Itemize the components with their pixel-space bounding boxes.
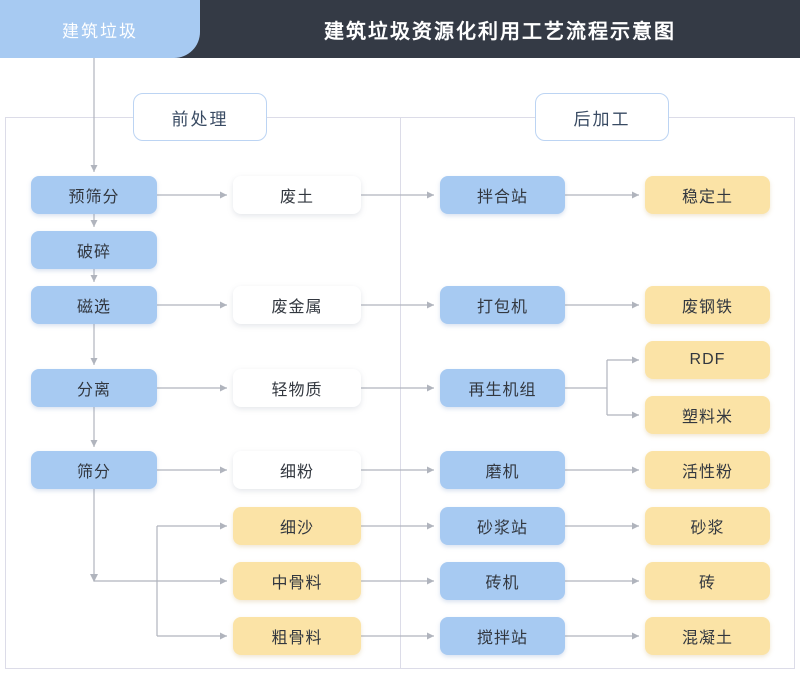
node-batching-plant[interactable]: 搅拌站: [440, 617, 565, 655]
node-label: 粗骨料: [271, 630, 323, 647]
node-label: 再生机组: [468, 382, 537, 399]
node-waste-soil[interactable]: 废土: [233, 176, 361, 214]
node-label: 中骨料: [271, 575, 323, 592]
node-label: 破碎: [76, 244, 111, 261]
header-tab-label: 建筑垃圾: [62, 21, 138, 41]
node-baler[interactable]: 打包机: [440, 286, 565, 324]
node-magnetic-separation[interactable]: 磁选: [31, 286, 157, 324]
node-label: 预筛分: [68, 189, 120, 206]
node-active-powder[interactable]: 活性粉: [645, 451, 770, 489]
page-title-text: 建筑垃圾资源化利用工艺流程示意图: [324, 20, 676, 43]
node-crush[interactable]: 破碎: [31, 231, 157, 269]
node-label: 磁选: [76, 299, 111, 316]
node-label: 筛分: [76, 464, 111, 481]
node-label: 细粉: [279, 464, 314, 481]
node-label: 塑料米: [681, 409, 733, 426]
section-label-postprocessing: 后加工: [535, 93, 669, 141]
node-medium-aggregate[interactable]: 中骨料: [233, 562, 361, 600]
node-waste-metal[interactable]: 废金属: [233, 286, 361, 324]
section-label-pretreatment-text: 前处理: [171, 109, 229, 129]
node-label: 打包机: [476, 299, 528, 316]
header-tab-construction-waste[interactable]: 建筑垃圾: [0, 0, 200, 58]
page-title: 建筑垃圾资源化利用工艺流程示意图: [200, 0, 800, 58]
section-label-pretreatment: 前处理: [133, 93, 267, 141]
node-label: 分离: [76, 382, 111, 399]
node-pre-screen[interactable]: 预筛分: [31, 176, 157, 214]
node-brick[interactable]: 砖: [645, 562, 770, 600]
section-label-postprocessing-text: 后加工: [573, 109, 631, 129]
node-label: 轻物质: [271, 382, 323, 399]
node-light-matter[interactable]: 轻物质: [233, 369, 361, 407]
node-fine-powder[interactable]: 细粉: [233, 451, 361, 489]
node-stabilized-soil[interactable]: 稳定土: [645, 176, 770, 214]
node-scrap-steel[interactable]: 废钢铁: [645, 286, 770, 324]
node-concrete[interactable]: 混凝土: [645, 617, 770, 655]
node-label: 活性粉: [681, 464, 733, 481]
node-label: RDF: [689, 351, 726, 368]
node-coarse-aggregate[interactable]: 粗骨料: [233, 617, 361, 655]
node-brick-machine[interactable]: 砖机: [440, 562, 565, 600]
node-label: 废土: [279, 189, 314, 206]
node-label: 废金属: [271, 299, 323, 316]
section-divider: [400, 117, 401, 669]
node-label: 稳定土: [681, 189, 733, 206]
node-mortar[interactable]: 砂浆: [645, 507, 770, 545]
node-label: 砖: [698, 575, 716, 592]
node-label: 废钢铁: [681, 299, 733, 316]
header-bar: 建筑垃圾 建筑垃圾资源化利用工艺流程示意图: [0, 0, 800, 58]
node-label: 砂浆: [690, 520, 725, 537]
node-screening[interactable]: 筛分: [31, 451, 157, 489]
node-label: 细沙: [279, 520, 314, 537]
node-mixing-station[interactable]: 拌合站: [440, 176, 565, 214]
node-label: 砂浆站: [476, 520, 528, 537]
node-mill[interactable]: 磨机: [440, 451, 565, 489]
node-label: 混凝土: [681, 630, 733, 647]
node-regeneration-unit[interactable]: 再生机组: [440, 369, 565, 407]
node-mortar-station[interactable]: 砂浆站: [440, 507, 565, 545]
node-rdf[interactable]: RDF: [645, 341, 770, 379]
node-label: 拌合站: [476, 189, 528, 206]
node-label: 砖机: [485, 575, 520, 592]
node-fine-sand[interactable]: 细沙: [233, 507, 361, 545]
node-label: 磨机: [485, 464, 520, 481]
node-plastic-pellet[interactable]: 塑料米: [645, 396, 770, 434]
node-separation[interactable]: 分离: [31, 369, 157, 407]
node-label: 搅拌站: [476, 630, 528, 647]
